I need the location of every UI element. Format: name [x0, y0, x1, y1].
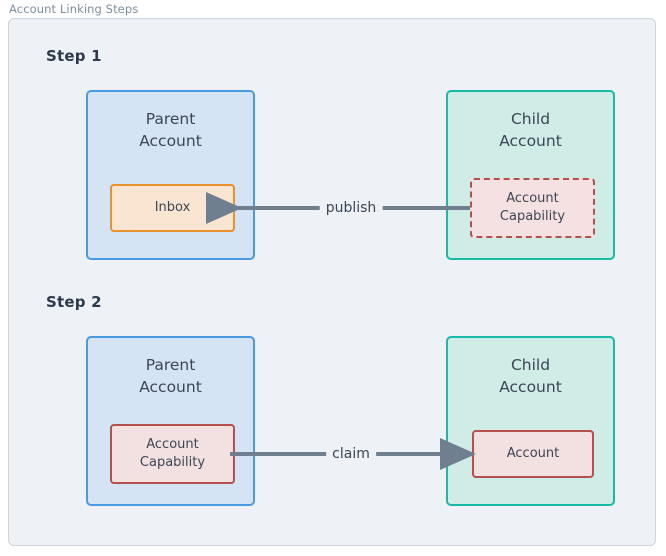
step-1-parent-account-title: Parent Account [139, 110, 202, 150]
step-1-child-account-title: Child Account [499, 110, 562, 150]
step-2-child-account-title: Child Account [499, 356, 562, 396]
step-1-child-account-box[interactable]: Child Account Account Capability [446, 90, 615, 260]
step-2-parent-account-box[interactable]: Parent Account Account Capability [86, 336, 255, 506]
step-2-child-account-box[interactable]: Child Account Account [446, 336, 615, 506]
step-2-account-box[interactable]: Account [472, 430, 594, 478]
step-1-inbox-box[interactable]: Inbox [110, 184, 235, 232]
step-1-publish-arrow-label: publish [319, 201, 383, 215]
step-1-label: Step 1 [46, 47, 102, 65]
step-2-claim-arrow-label: claim [326, 447, 376, 461]
step-2-parent-account-title: Parent Account [139, 356, 202, 396]
step-2-label: Step 2 [46, 293, 102, 311]
step-2-account-capability-box[interactable]: Account Capability [110, 424, 235, 484]
step-1-account-capability-box[interactable]: Account Capability [470, 178, 595, 238]
step-1-parent-account-box[interactable]: Parent Account Inbox [86, 90, 255, 260]
figure-caption: Account Linking Steps [9, 2, 139, 16]
